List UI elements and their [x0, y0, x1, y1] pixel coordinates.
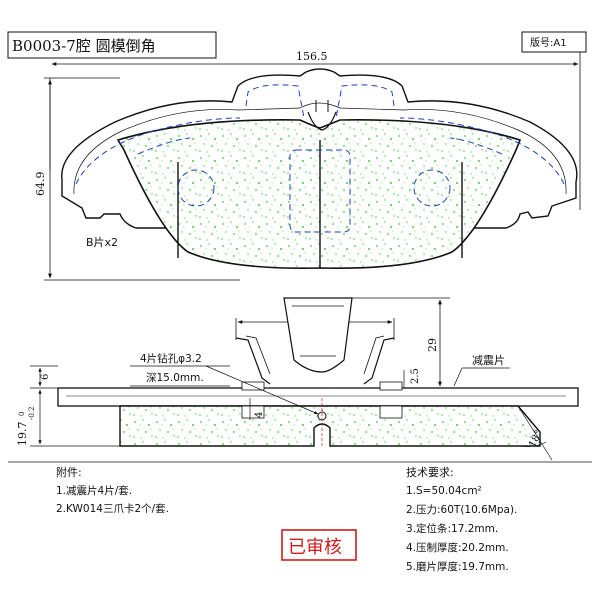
title-block: B0003-7腔 圆模倒角 版号:A1 [7, 31, 587, 59]
spring-clip [283, 297, 353, 373]
drill-depth-note: 深15.0mm. [146, 372, 204, 384]
part-code-title: B0003-7腔 圆模倒角 [12, 37, 156, 55]
dim-6: 6 [40, 374, 51, 380]
technical-requirements: 技术要求: 1.S=50.04cm² 2.压力:60T(10.6Mpa). 3.… [406, 466, 517, 573]
tech-req-item: 4.压制厚度:20.2mm. [406, 541, 509, 554]
tol-upper: 0 [18, 412, 26, 416]
shim-label: 减震片 [472, 354, 505, 367]
width-dimension: 156.5 [296, 50, 328, 63]
tech-req-item: 2.压力:60T(10.6Mpa). [406, 503, 517, 516]
hidden-lines [75, 84, 565, 233]
stamp-frame [281, 529, 357, 561]
plate-edge-line [73, 102, 567, 195]
height-dimension: 64.9 [34, 172, 47, 197]
thickness-main: 19.7 [16, 422, 29, 447]
backing-plate-side [57, 387, 579, 407]
pad-side-view: 48 29 6 19.7 0 -0.2 [16, 297, 579, 461]
quantity-note: B片x2 [86, 236, 118, 249]
dim-2-5: 2.5 [410, 368, 421, 384]
dim-4: 4 [254, 412, 265, 418]
accessories-notes: 附件: 1.减震片4片/套. 2.KW014三爪卡2个/套. [56, 465, 169, 515]
title-frame [7, 31, 217, 59]
friction-side [119, 405, 541, 447]
accessory-item: 2.KW014三爪卡2个/套. [56, 502, 169, 515]
pad-top-view: 156.5 64.9 B片x2 [34, 50, 581, 281]
tech-req-item: 3.定位条:17.2mm. [406, 522, 498, 535]
accessory-item: 1.减震片4片/套. [56, 484, 132, 497]
friction-material [116, 119, 522, 269]
version-label: 版号:A1 [530, 36, 567, 49]
accessories-title: 附件: [56, 465, 82, 479]
stamp-text: 已审核 [288, 537, 342, 558]
tech-req-title: 技术要求: [406, 466, 454, 479]
version-frame [521, 31, 587, 53]
clip-height-dimension: 29 [426, 338, 439, 352]
tol-lower: -0.2 [28, 407, 36, 421]
tech-req-item: 5.磨片厚度:19.7mm. [406, 560, 509, 573]
approval-stamp: 已审核 [281, 529, 357, 561]
tech-req-item: 1.S=50.04cm² [406, 485, 482, 497]
drill-hole-note: 4片钻孔φ3.2 [140, 352, 202, 365]
